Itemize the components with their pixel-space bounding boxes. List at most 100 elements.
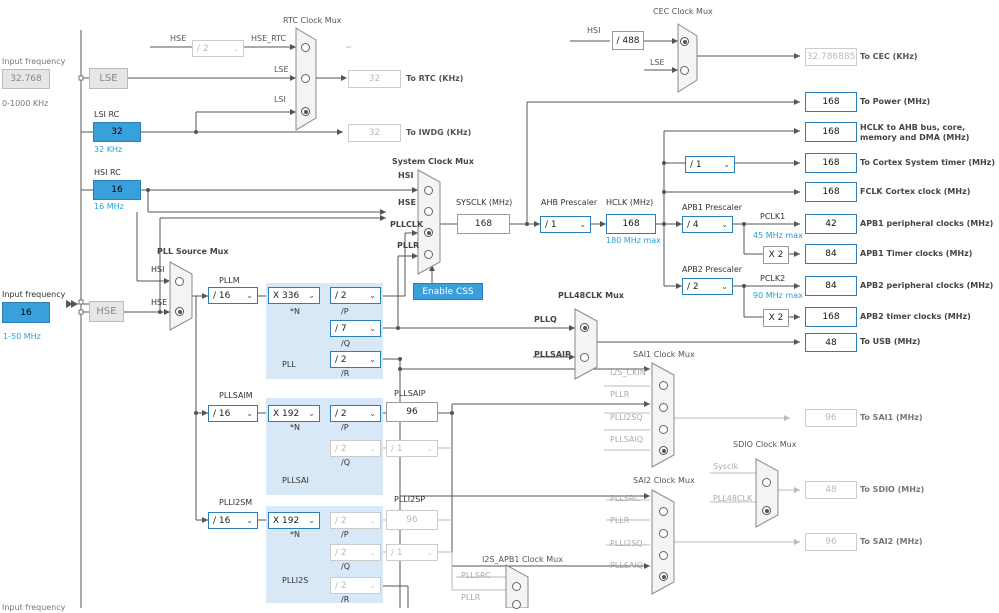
pllm-select[interactable]: / 16⌄: [208, 287, 258, 304]
sysmux-pllclk-label: PLLCLK: [390, 220, 424, 229]
hse-input-field[interactable]: 16: [2, 302, 50, 323]
sdio-mux-title: SDIO Clock Mux: [733, 440, 797, 449]
apb2-peripheral-output-label: APB2 peripheral clocks (MHz): [860, 281, 994, 290]
hclk-value-input[interactable]: 168: [606, 214, 656, 234]
pllsaip-select[interactable]: / 2⌄: [330, 405, 381, 422]
sdio-input-sysclk: Sysclk: [713, 462, 739, 471]
plli2sr-select[interactable]: / 2⌄: [330, 577, 381, 594]
pll48clk-mux-title: PLL48CLK Mux: [558, 291, 624, 300]
ahb-prescaler-select[interactable]: / 1⌄: [540, 216, 591, 233]
pllq-select[interactable]: / 7⌄: [330, 320, 381, 337]
pclk1-max-label: 45 MHz max: [753, 231, 803, 240]
cec-radio-hsi[interactable]: [680, 37, 689, 46]
hsi-rc-block[interactable]: 16: [93, 180, 141, 200]
plli2sn-label: *N: [290, 530, 300, 539]
pll-source-radio-hse[interactable]: [175, 307, 184, 316]
sdio-input-pll48clk: PLL48CLK: [713, 494, 753, 503]
pll-source-radio-hsi[interactable]: [175, 277, 184, 286]
pllm-label: PLLM: [219, 276, 240, 285]
chevron-down-icon: ⌄: [426, 548, 433, 557]
plli2sn-select[interactable]: X 192⌄: [268, 512, 320, 529]
chevron-down-icon: ⌄: [579, 220, 586, 229]
fclk-output-label: FCLK Cortex clock (MHz): [860, 187, 971, 196]
rtc-hse-divider-select[interactable]: / 2⌄: [192, 40, 244, 57]
rtc-radio-lsi[interactable]: [301, 107, 310, 116]
chevron-down-icon: ⌄: [723, 160, 730, 169]
sysmux-radio-pllr[interactable]: [424, 250, 433, 259]
plli2sp-output-value: 96: [386, 510, 438, 530]
apb1-timer-output-value: 84: [805, 244, 857, 264]
sdio-radio-sysclk[interactable]: [762, 478, 771, 487]
sai1-radio-pllsaiq[interactable]: [659, 446, 668, 455]
i2s-apb1-radio-pllsrc[interactable]: [512, 582, 521, 591]
enable-css-button[interactable]: Enable CSS: [413, 283, 483, 300]
apb2-timer-output-label: APB2 timer clocks (MHz): [860, 312, 971, 321]
sdio-output-value: 48: [805, 481, 857, 499]
chevron-down-icon: ⌄: [246, 291, 253, 300]
sysmux-radio-hsi[interactable]: [424, 186, 433, 195]
sysmux-radio-hse[interactable]: [424, 207, 433, 216]
lse-block[interactable]: LSE: [89, 68, 128, 89]
plli2sq-label: /Q: [341, 562, 350, 571]
sai2-radio-pllr[interactable]: [659, 529, 668, 538]
hse-block[interactable]: HSE: [89, 301, 124, 322]
rtc-hse-rtc-label: HSE_RTC: [251, 34, 287, 43]
sai1-input-pllsaiq: PLLSAIQ: [610, 435, 644, 444]
sysmux-radio-pllclk[interactable]: [424, 228, 433, 237]
plli2sm-select[interactable]: / 16⌄: [208, 512, 258, 529]
sysclk-label: SYSCLK (MHz): [456, 198, 513, 207]
pllsain-select[interactable]: X 192⌄: [268, 405, 320, 422]
chevron-down-icon: ⌄: [369, 581, 376, 590]
sai1-radio-plli2sq[interactable]: [659, 425, 668, 434]
pllr-select[interactable]: / 2⌄: [330, 351, 381, 368]
sai1-radio-pllr[interactable]: [659, 403, 668, 412]
pll48-radio-pllsaip[interactable]: [580, 353, 589, 362]
power-output-label: To Power (MHz): [860, 97, 931, 106]
sai2-radio-plli2sq[interactable]: [659, 551, 668, 560]
ahb-output-label-line2: memory and DMA (MHz): [860, 133, 970, 142]
systick-divider-select[interactable]: / 1⌄: [685, 156, 735, 173]
lsi-rc-block[interactable]: 32: [93, 122, 141, 142]
apb2-prescaler-select[interactable]: / 2⌄: [682, 278, 733, 295]
plli2sr-label: /R: [341, 595, 350, 604]
pll-source-hse-label: HSE: [151, 298, 168, 307]
plln-select[interactable]: X 336⌄: [268, 287, 320, 304]
plli2sq-select[interactable]: / 2⌄: [330, 544, 381, 561]
pllsaiq-select[interactable]: / 2⌄: [330, 440, 381, 457]
apb1-prescaler-select[interactable]: / 4⌄: [682, 216, 733, 233]
pclk2-label: PCLK2: [760, 274, 786, 283]
chevron-down-icon: ⌄: [369, 291, 376, 300]
lse-input-frequency-label: Input frequency: [2, 57, 66, 66]
cec-radio-lse[interactable]: [680, 66, 689, 75]
lse-input-field[interactable]: 32.768: [2, 69, 50, 89]
plli2sp-select[interactable]: / 2⌄: [330, 512, 381, 529]
sysmux-hsi-label: HSI: [398, 171, 414, 180]
rtc-radio-lse[interactable]: [301, 74, 310, 83]
sai1-input-pllr: PLLR: [610, 390, 630, 399]
plli2sq-divider-select[interactable]: / 1⌄: [386, 544, 438, 561]
pll48-radio-pllq[interactable]: [580, 323, 589, 332]
systick-output-value: 168: [805, 153, 857, 173]
rtc-radio-hse[interactable]: [301, 43, 310, 52]
chevron-down-icon: ⌄: [369, 516, 376, 525]
pllsaiq-divider-select[interactable]: / 1⌄: [386, 440, 438, 457]
system-clock-mux-title: System Clock Mux: [392, 157, 474, 166]
apb2-peripheral-output-value: 84: [805, 276, 857, 296]
pllsaim-select[interactable]: / 16⌄: [208, 405, 258, 422]
sdio-output-label: To SDIO (MHz): [860, 485, 925, 494]
fclk-output-value: 168: [805, 182, 857, 202]
apb2-timer-multiplier: X 2: [763, 309, 789, 327]
sai2-radio-pllsaiq[interactable]: [659, 572, 668, 581]
power-output-value: 168: [805, 92, 857, 112]
hsi-frequency-label: 16 MHz: [94, 202, 124, 211]
sai1-radio-i2s-ckin[interactable]: [659, 381, 668, 390]
pllp-select[interactable]: / 2⌄: [330, 287, 381, 304]
cec-hsi-label: HSI: [587, 26, 601, 35]
pllsaiq-label: /Q: [341, 458, 350, 467]
apb1-peripheral-output-label: APB1 peripheral clocks (MHz): [860, 219, 994, 228]
usb-output-value: 48: [805, 333, 857, 352]
sai2-radio-pllsrc[interactable]: [659, 507, 668, 516]
pllsai-block-label: PLLSAI: [282, 476, 309, 485]
sdio-radio-pll48clk[interactable]: [762, 506, 771, 515]
hclk-label: HCLK (MHz): [606, 198, 654, 207]
